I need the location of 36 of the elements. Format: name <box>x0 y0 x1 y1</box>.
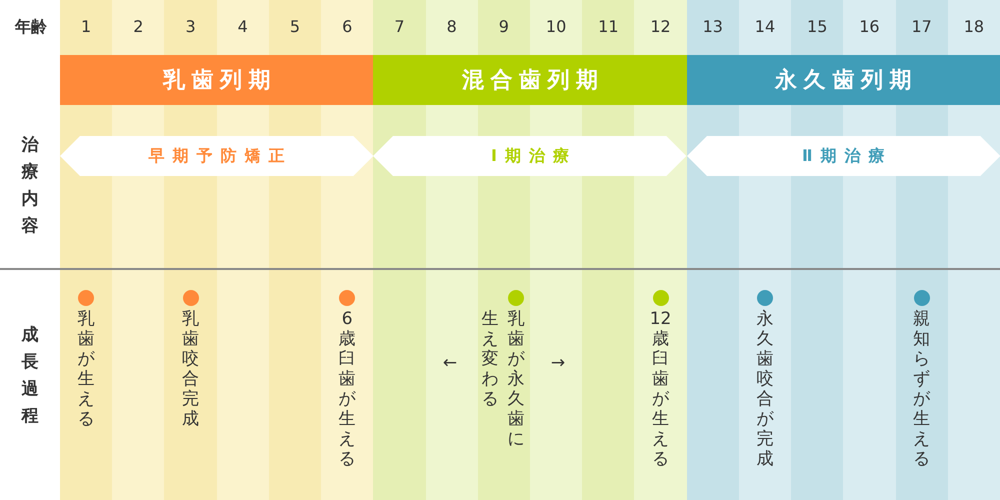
treatment-hexagon: 早期予防矯正 <box>60 136 374 176</box>
age-number: 9 <box>498 16 510 38</box>
age-number: 17 <box>910 16 933 38</box>
age-number: 13 <box>702 16 724 38</box>
age-number: 7 <box>393 16 406 38</box>
age-number: 10 <box>544 16 568 38</box>
age-number: 4 <box>236 16 249 38</box>
age-number: 1 <box>80 16 92 38</box>
treatment-hexagon: Ⅰ期治療 <box>373 136 687 176</box>
period-bar: 混合歯列期 <box>373 55 687 105</box>
row-heading: 成長過程 <box>20 324 40 428</box>
period-bar: 永久歯列期 <box>686 55 1000 105</box>
age-number: 11 <box>597 16 620 38</box>
event-text: 永久歯咬合が完成 <box>756 309 774 469</box>
direction-arrow: → <box>550 352 566 374</box>
age-number: 18 <box>962 16 986 38</box>
age-number: 14 <box>754 16 776 38</box>
event-text: 親知らずが生える <box>912 309 932 469</box>
age-number: 2 <box>132 16 144 38</box>
row-heading: 治療内容 <box>20 134 40 238</box>
event-text: 12歳臼歯が生える <box>648 309 672 469</box>
age-number: 16 <box>858 16 881 38</box>
event-text: 乳歯が永久歯に生え変わる <box>480 309 526 449</box>
event-text: 6歳臼歯が生える <box>338 309 357 469</box>
age-number: 8 <box>446 16 458 38</box>
age-number: 5 <box>288 16 302 38</box>
row-heading: 年齢 <box>14 16 48 38</box>
age-number: 15 <box>806 16 828 38</box>
event-text: 乳歯が生える <box>76 309 96 429</box>
age-number: 6 <box>341 16 354 38</box>
age-number: 12 <box>649 16 672 38</box>
treatment-hexagon: Ⅱ期治療 <box>686 136 1000 176</box>
period-bar: 乳歯列期 <box>60 55 374 105</box>
age-number: 3 <box>184 16 197 38</box>
event-text: 乳歯咬合完成 <box>181 309 200 429</box>
direction-arrow: ← <box>442 352 458 374</box>
